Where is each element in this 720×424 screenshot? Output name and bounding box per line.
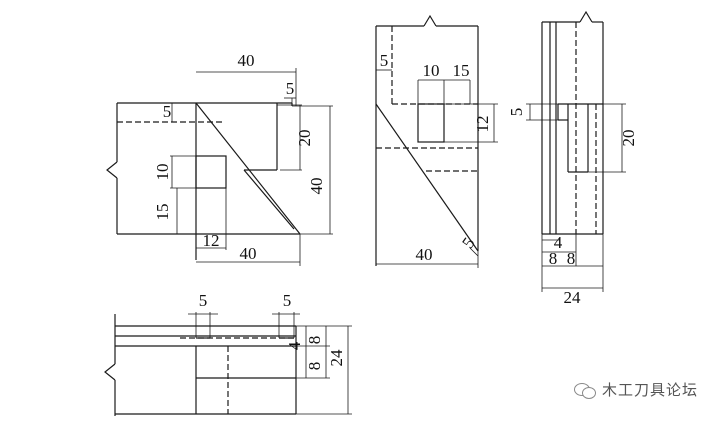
dim-step-4: 4 xyxy=(554,233,563,252)
dim-width-24: 24 xyxy=(564,288,582,307)
dim-height-20: 20 xyxy=(619,130,638,147)
dim-height-40: 40 xyxy=(307,178,326,195)
dim-height-20: 20 xyxy=(295,130,314,147)
dim-hole-12: 12 xyxy=(203,231,220,250)
dim-offset-left: 5 xyxy=(163,102,172,121)
dim-width-top: 40 xyxy=(238,51,255,70)
dim-v-24: 24 xyxy=(327,349,346,367)
front-view: 40 5 5 20 40 10 15 12 40 xyxy=(106,51,333,266)
dim-v-4: 4 xyxy=(285,341,304,350)
dim-v-8-top: 8 xyxy=(305,336,324,345)
dim-v-8-bottom: 8 xyxy=(305,362,324,371)
dim-width-bottom: 40 xyxy=(240,244,257,263)
watermark: 木工刀具论坛 xyxy=(573,379,698,400)
dim-width-40: 40 xyxy=(416,245,433,264)
side-view: 5 10 15 12 40 5 xyxy=(375,14,498,268)
end-view: 5 20 4 8 8 24 xyxy=(507,10,638,307)
dim-hole-12: 12 xyxy=(473,116,492,133)
dim-offset-5: 5 xyxy=(380,51,389,70)
dim-offset-15: 15 xyxy=(453,61,470,80)
dim-hole-10: 10 xyxy=(423,61,440,80)
dim-height-15: 15 xyxy=(153,204,172,221)
watermark-text: 木工刀具论坛 xyxy=(601,381,698,399)
dim-gap-top: 5 xyxy=(286,79,295,98)
dim-gap-right-5: 5 xyxy=(283,291,292,310)
dim-gap-left-5: 5 xyxy=(199,291,208,310)
dim-right-8: 8 xyxy=(567,249,576,268)
dim-gap-5: 5 xyxy=(507,108,526,117)
wechat-icon xyxy=(573,381,596,399)
dim-hole-10: 10 xyxy=(153,164,172,181)
top-view: 5 5 4 8 8 24 xyxy=(104,291,352,416)
dim-left-8: 8 xyxy=(549,249,558,268)
